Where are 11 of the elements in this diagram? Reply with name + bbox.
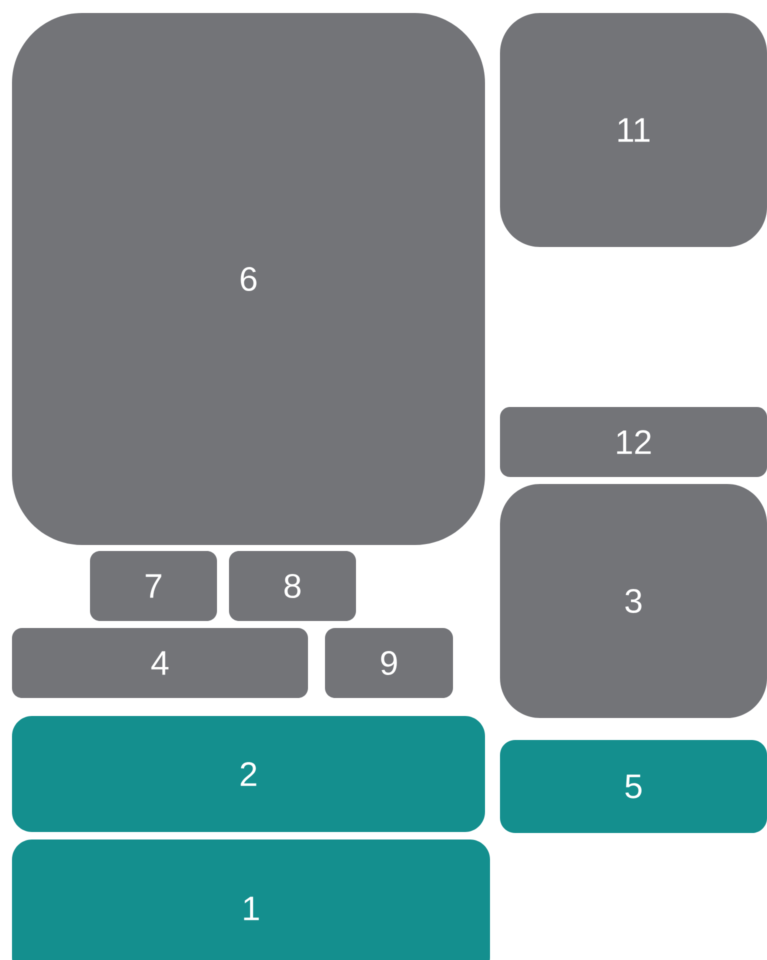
number-box: 4 bbox=[12, 628, 308, 698]
number-box: 2 bbox=[12, 716, 485, 832]
number-box: 11 bbox=[500, 13, 767, 247]
number-box: 5 bbox=[500, 740, 767, 833]
number-box: 12 bbox=[500, 407, 767, 477]
number-box: 7 bbox=[90, 551, 217, 621]
number-box: 6 bbox=[12, 13, 485, 545]
number-box: 1 bbox=[12, 840, 490, 960]
number-box: 9 bbox=[325, 628, 453, 698]
number-box: 8 bbox=[229, 551, 356, 621]
number-box: 3 bbox=[500, 484, 767, 718]
